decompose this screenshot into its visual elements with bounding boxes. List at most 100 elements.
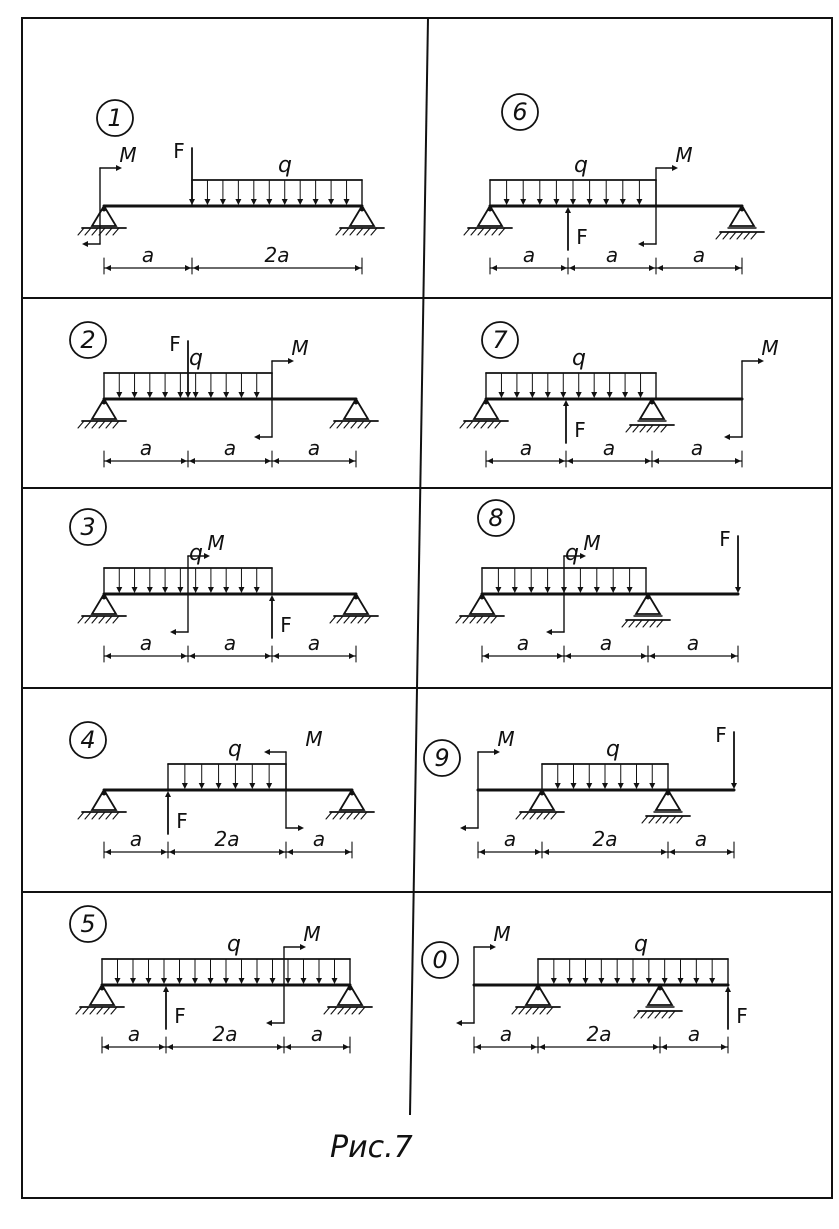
load-arrowhead <box>192 587 199 593</box>
dimension-label: a <box>600 631 612 655</box>
force-label: F <box>719 527 731 551</box>
support-pin <box>483 399 489 405</box>
ground-hatch <box>625 424 633 433</box>
number-text: 6 <box>512 98 527 126</box>
moment-label: M <box>497 727 514 751</box>
load-arrowhead <box>544 587 551 593</box>
dimension-arrow <box>649 653 655 659</box>
scheme-number: 7 <box>481 321 519 359</box>
number-text: 8 <box>488 504 503 532</box>
dimension-arrow <box>567 458 573 464</box>
ground-hatch <box>364 615 372 624</box>
ground-hatch <box>82 1006 90 1015</box>
dimension-arrow <box>721 1044 727 1050</box>
dimension-arrow <box>661 1044 667 1050</box>
force-F: F <box>169 332 191 398</box>
load-arrowhead <box>223 392 230 398</box>
support-triangle <box>338 788 366 811</box>
dimension-label: a <box>313 827 325 851</box>
load-arrowhead <box>285 978 291 984</box>
load-q-label: q <box>227 932 241 957</box>
load-arrowhead <box>498 392 505 398</box>
dimension-arrow <box>539 1044 545 1050</box>
number-text: 5 <box>80 910 95 938</box>
ground-hatch <box>91 811 99 820</box>
ground-hatch <box>543 811 551 820</box>
dimension-arrow <box>731 653 737 659</box>
load-arrowhead <box>238 587 245 593</box>
load-arrowhead <box>553 199 560 205</box>
ground-hatch <box>660 424 668 433</box>
load-arrowhead <box>192 978 198 984</box>
ground-hatch <box>546 1006 554 1015</box>
dimension-arrow <box>645 458 651 464</box>
support-pin <box>101 206 107 212</box>
support-pin <box>487 206 493 212</box>
load-arrowhead <box>649 783 656 789</box>
distributed-load <box>101 958 351 986</box>
ground-hatch <box>621 619 629 628</box>
panel-grid <box>21 17 833 1199</box>
load-arrowhead <box>223 978 229 984</box>
dimension-arrow <box>343 1044 349 1050</box>
ground-hatch <box>476 615 484 624</box>
ground-hatch <box>84 811 92 820</box>
dimension-arrow <box>189 653 195 659</box>
dimension-label: 2a <box>213 1022 238 1046</box>
load-arrowhead <box>637 392 644 398</box>
ground-hatch <box>357 615 365 624</box>
load-arrowhead <box>207 392 214 398</box>
number-circle <box>421 941 459 979</box>
moment-arrowhead <box>288 358 294 364</box>
ground-hatch <box>491 227 499 236</box>
ground-hatch <box>360 811 368 820</box>
load-arrowhead <box>266 199 273 205</box>
ground-hatch <box>91 420 99 429</box>
moment-arrowhead <box>758 358 764 364</box>
load-arrowhead <box>622 392 629 398</box>
dimension-label: a <box>311 1022 323 1046</box>
pinned-support <box>77 397 127 429</box>
load-arrowhead <box>331 978 338 984</box>
ground-hatch <box>722 231 730 240</box>
ground-hatch <box>84 227 92 236</box>
dimension-arrow <box>279 849 285 855</box>
ground-hatch <box>89 1006 97 1015</box>
load-arrowhead <box>554 783 561 789</box>
support-pin <box>101 594 107 600</box>
load-arrowhead <box>598 978 605 984</box>
ground-hatch <box>648 815 656 824</box>
support-pin <box>539 790 545 796</box>
number-text: 3 <box>80 513 95 541</box>
distributed-load <box>489 179 657 207</box>
force-arrowhead <box>165 791 171 797</box>
force-label: F <box>176 809 188 833</box>
moment-arrowhead <box>170 629 176 635</box>
dimension-arrow <box>735 265 741 271</box>
ground-hatch <box>736 231 744 240</box>
moment-arrowhead <box>300 944 306 950</box>
dimension-arrow <box>543 849 549 855</box>
ground-hatch <box>358 1006 366 1015</box>
dimension-arrow <box>641 653 647 659</box>
ground-hatch <box>349 227 357 236</box>
load-arrowhead <box>343 199 350 205</box>
dimension-arrow <box>649 265 655 271</box>
ground-hatch <box>649 619 657 628</box>
load-arrowhead <box>677 978 684 984</box>
force-arrowhead <box>565 207 571 213</box>
pinned-support <box>75 983 125 1015</box>
load-arrowhead <box>693 978 700 984</box>
dimension-label: a <box>695 827 707 851</box>
ground-hatch <box>356 227 364 236</box>
number-circle <box>69 508 107 546</box>
ground-hatch <box>91 227 99 236</box>
dimension-arrow <box>105 849 111 855</box>
ground-hatch <box>459 420 467 429</box>
